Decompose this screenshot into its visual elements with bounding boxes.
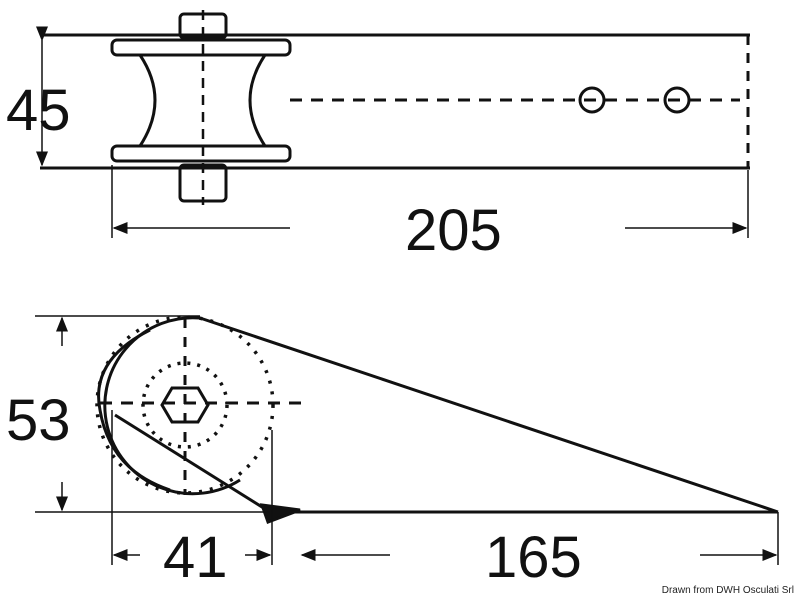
roller-body bbox=[138, 54, 267, 147]
credit-text: Drawn from DWH Osculati Srl bbox=[661, 585, 794, 596]
bracket-edge bbox=[114, 413, 271, 514]
hex-nut bbox=[160, 386, 210, 424]
dim-45-label: 45 bbox=[6, 78, 71, 143]
roller-side bbox=[97, 328, 171, 492]
roller-dotted-circle bbox=[95, 315, 275, 495]
roller-flange-bottom bbox=[110, 144, 292, 163]
hole-1 bbox=[578, 86, 606, 114]
top-slope bbox=[199, 316, 779, 514]
dim-205-label: 205 bbox=[405, 198, 502, 263]
dim-53-label: 53 bbox=[6, 388, 71, 453]
dim-41-label: 41 bbox=[163, 525, 228, 590]
top-view bbox=[36, 10, 750, 238]
roller-flange-top bbox=[110, 38, 292, 57]
hole-2 bbox=[663, 86, 691, 114]
inner-dotted-circle bbox=[141, 361, 229, 449]
side-view bbox=[35, 315, 779, 565]
bracket-tip bbox=[259, 503, 301, 524]
dim-165-label: 165 bbox=[485, 525, 582, 590]
roller-outline bbox=[103, 316, 241, 496]
